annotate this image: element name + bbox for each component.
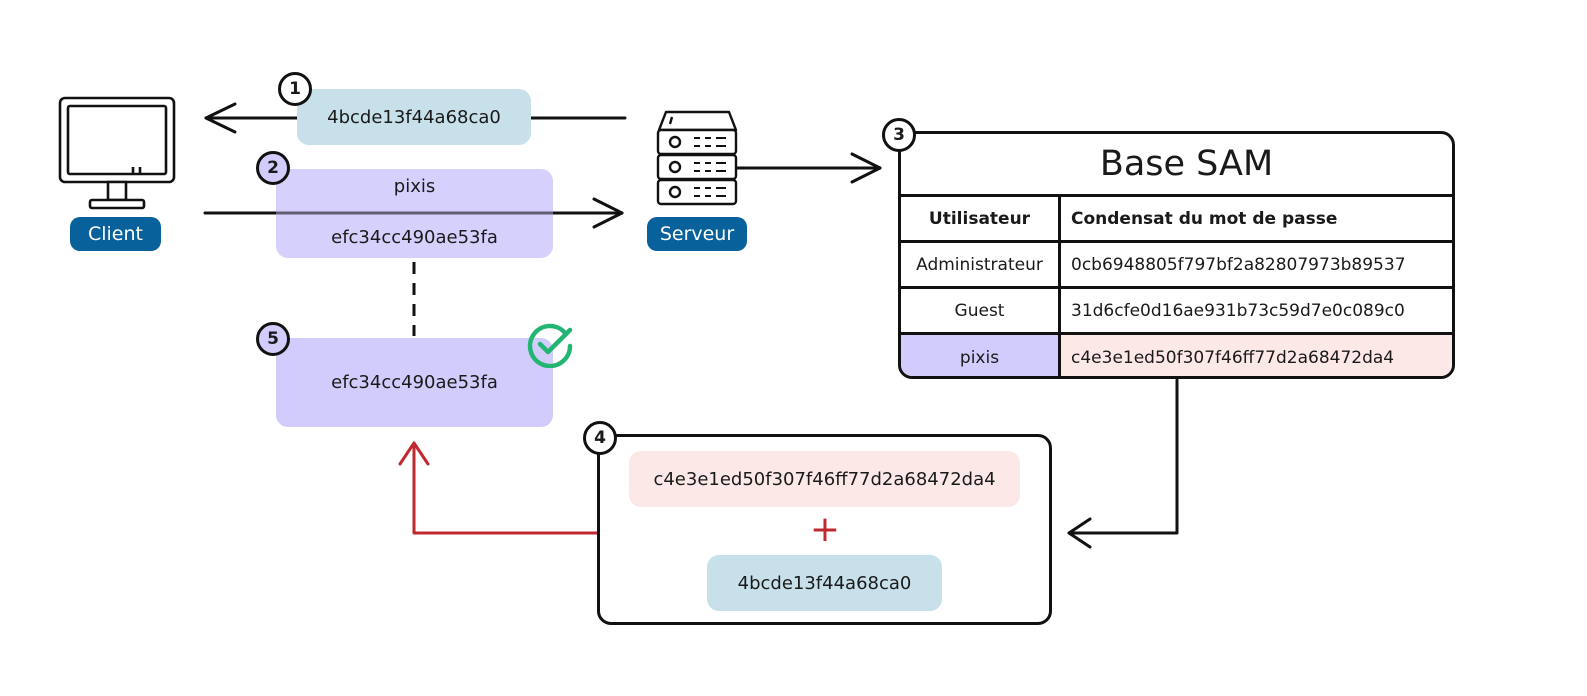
hash-cell: c4e3e1ed50f307f46ff77d2a68472da4 bbox=[1061, 335, 1452, 376]
sam-database-table: Base SAM Utilisateur Condensat du mot de… bbox=[898, 131, 1455, 379]
column-header-user: Utilisateur bbox=[901, 197, 1061, 240]
user-cell: pixis bbox=[901, 335, 1061, 376]
table-row-highlighted: pixis c4e3e1ed50f307f46ff77d2a68472da4 bbox=[901, 335, 1452, 376]
stored-hash-value: c4e3e1ed50f307f46ff77d2a68472da4 bbox=[653, 468, 996, 490]
step-badge-4: 4 bbox=[583, 421, 617, 455]
step-badge-3: 3 bbox=[882, 118, 916, 152]
server-rack-icon bbox=[656, 110, 738, 206]
sam-title: Base SAM bbox=[901, 134, 1452, 197]
challenge-copy-box: 4bcde13f44a68ca0 bbox=[707, 555, 942, 611]
user-cell: Administrateur bbox=[901, 243, 1061, 286]
response-username: pixis bbox=[393, 176, 436, 197]
step-badge-1: 1 bbox=[278, 72, 312, 106]
response-value: efc34cc490ae53fa bbox=[331, 227, 498, 248]
step-badge-2: 2 bbox=[256, 151, 290, 185]
table-row: Guest 31d6cfe0d16ae931b73c59d7e0c089c0 bbox=[901, 289, 1452, 335]
computer-monitor-icon bbox=[58, 96, 176, 210]
stored-hash-box: c4e3e1ed50f307f46ff77d2a68472da4 bbox=[629, 451, 1020, 507]
result-box: efc34cc490ae53fa bbox=[276, 338, 553, 427]
hash-cell: 31d6cfe0d16ae931b73c59d7e0c089c0 bbox=[1071, 300, 1405, 321]
server-label: Serveur bbox=[647, 217, 747, 251]
column-header-hash: Condensat du mot de passe bbox=[1071, 208, 1338, 229]
table-row: Administrateur 0cb6948805f797bf2a8280797… bbox=[901, 243, 1452, 289]
challenge-box: 4bcde13f44a68ca0 bbox=[297, 89, 531, 145]
arrow-sam-to-computation bbox=[1067, 378, 1179, 549]
challenge-value: 4bcde13f44a68ca0 bbox=[327, 106, 501, 128]
challenge-copy-value: 4bcde13f44a68ca0 bbox=[737, 572, 912, 594]
step-badge-5: 5 bbox=[256, 322, 290, 356]
hash-cell: 0cb6948805f797bf2a82807973b89537 bbox=[1071, 254, 1406, 275]
plus-operator: + bbox=[809, 509, 841, 550]
client-label: Client bbox=[70, 217, 161, 251]
user-cell: Guest bbox=[901, 289, 1061, 332]
result-value: efc34cc490ae53fa bbox=[331, 372, 498, 393]
arrow-server-to-sam bbox=[735, 152, 882, 184]
arrow-computation-to-result bbox=[398, 441, 599, 535]
check-circle-icon bbox=[527, 323, 573, 368]
sam-header-row: Utilisateur Condensat du mot de passe bbox=[901, 197, 1452, 243]
